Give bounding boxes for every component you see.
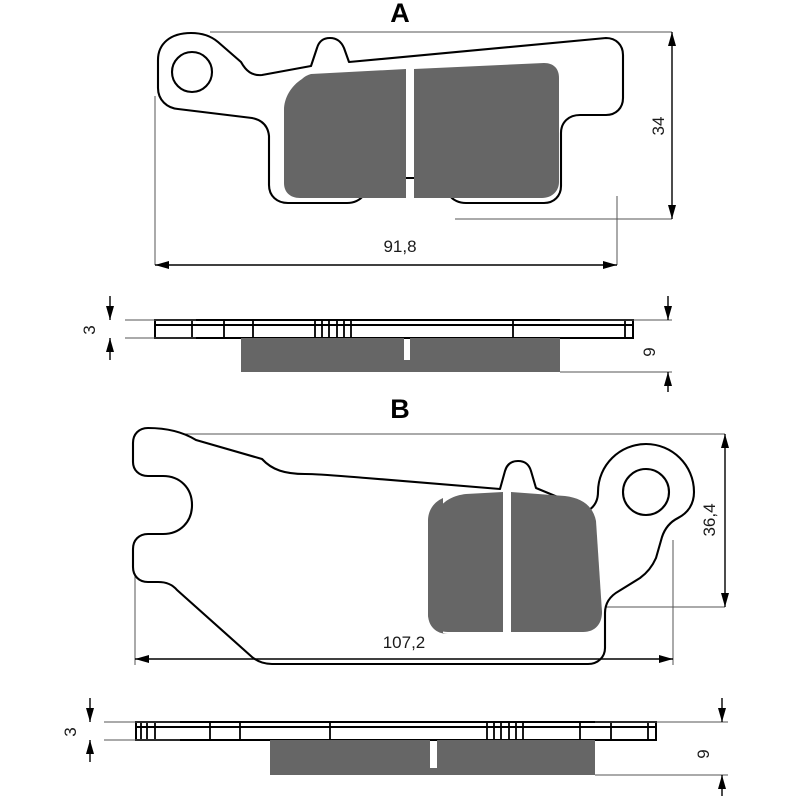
view-b-extension-lines [134,433,725,665]
dim-b-total-thickness: 9 [694,698,726,796]
dim-a-length: 91,8 [155,237,617,269]
pad-a-mount-hole [170,50,214,94]
view-b-section-group: 3 9 [61,698,728,796]
view-b-label: B [390,394,410,424]
pad-b-friction-left-main [428,492,503,632]
pad-b-backplate [135,721,657,741]
dim-b-plate-thickness-text: 3 [61,727,80,736]
dim-a-height: 34 [649,32,676,219]
dim-a-height-text: 34 [649,117,668,136]
pad-b-mount-hole [621,467,671,517]
dim-b-height: 36,4 [700,434,729,607]
view-a-extension-lines [154,31,672,265]
pad-b-plate-segments [140,722,649,740]
pad-a-friction-left [284,69,406,198]
dim-b-total-thickness-text: 9 [694,749,713,758]
dim-a-length-text: 91,8 [383,237,416,256]
pad-b-friction-right-main [511,492,602,632]
dim-a-total-thickness: 9 [640,296,672,392]
dim-a-plate-thickness-text: 3 [80,325,99,334]
view-b-group: B 36,4 [131,394,729,666]
pad-a-friction-right [414,63,559,198]
dim-a-plate-thickness: 3 [80,296,114,360]
pad-a-friction-side [241,338,560,372]
dim-a-total-thickness-text: 9 [640,347,659,356]
pad-b-friction-side [270,740,595,775]
dim-b-height-text: 36,4 [700,503,719,536]
pad-a-plate-segments [191,320,626,338]
pad-b-outline [131,426,696,666]
view-a-label: A [390,0,410,28]
dim-b-plate-thickness: 3 [61,698,94,762]
view-a-group: A 34 [154,0,676,269]
pad-a-backplate [154,319,634,339]
dim-b-length-text: 107,2 [383,633,426,652]
view-a-section-group: 3 9 [80,296,672,392]
dim-b-length: 107,2 [135,633,673,663]
